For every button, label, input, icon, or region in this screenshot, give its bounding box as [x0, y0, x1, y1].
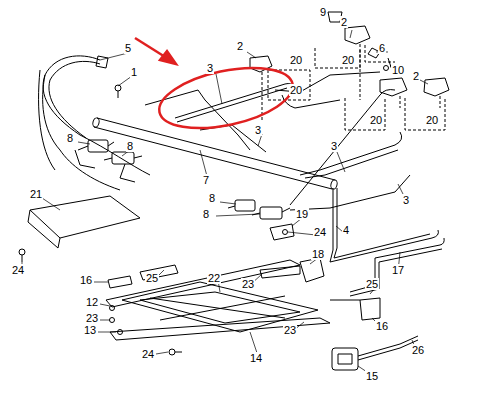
callout-number: 8 — [126, 140, 134, 152]
callout-number: 8 — [66, 132, 74, 144]
callout-number: 20 — [341, 54, 355, 66]
regulator-valve — [332, 336, 418, 370]
callout-number: 25 — [145, 272, 159, 284]
callout-number: 10 — [391, 64, 405, 76]
gas-tubes — [330, 188, 444, 296]
lower-panels — [28, 196, 380, 340]
callout-number: 15 — [365, 370, 379, 382]
screws — [19, 66, 389, 356]
callout-number: 16 — [375, 320, 389, 332]
wire-harness — [39, 56, 150, 190]
callout-number: 19 — [295, 208, 309, 220]
callout-number: 5 — [124, 42, 132, 54]
callout-number: 23 — [283, 324, 297, 336]
callout-number: 9 — [319, 6, 327, 18]
callout-number: 20 — [289, 84, 303, 96]
callout-number: 20 — [289, 54, 303, 66]
callout-number: 3 — [330, 140, 338, 152]
highlight-mark — [135, 38, 298, 139]
callout-number: 8 — [208, 192, 216, 204]
callout-number: 16 — [79, 274, 93, 286]
leader-lines — [22, 30, 428, 374]
callout-number: 24 — [141, 348, 155, 360]
callout-number: 26 — [411, 344, 425, 356]
callout-number: 3 — [254, 124, 262, 136]
callout-number: 12 — [85, 296, 99, 308]
callout-number: 17 — [391, 264, 405, 276]
callout-number: 2 — [412, 70, 420, 82]
callout-number: 13 — [83, 324, 97, 336]
callout-number: 14 — [249, 352, 263, 364]
callout-number: 2 — [340, 16, 348, 28]
callout-number: 22 — [207, 272, 221, 284]
callout-number: 25 — [365, 278, 379, 290]
callout-number: 18 — [311, 248, 325, 260]
gas-valves — [75, 140, 290, 219]
callout-number: 1 — [130, 66, 138, 78]
callout-number: 23 — [85, 312, 99, 324]
callout-number: 24 — [11, 264, 25, 276]
callout-number: 21 — [29, 188, 43, 200]
callout-number: 20 — [369, 114, 383, 126]
callout-number: 3 — [402, 194, 410, 206]
burner-tubes — [145, 72, 410, 210]
callout-number: 24 — [313, 226, 327, 238]
callout-number: 6 — [378, 42, 386, 54]
callout-number: 23 — [241, 278, 255, 290]
callout-number: 4 — [342, 224, 350, 236]
callout-number: 3 — [206, 62, 214, 74]
callout-number: 7 — [202, 174, 210, 186]
callout-number: 8 — [202, 208, 210, 220]
callout-number: 2 — [236, 40, 244, 52]
callout-number: 20 — [425, 114, 439, 126]
